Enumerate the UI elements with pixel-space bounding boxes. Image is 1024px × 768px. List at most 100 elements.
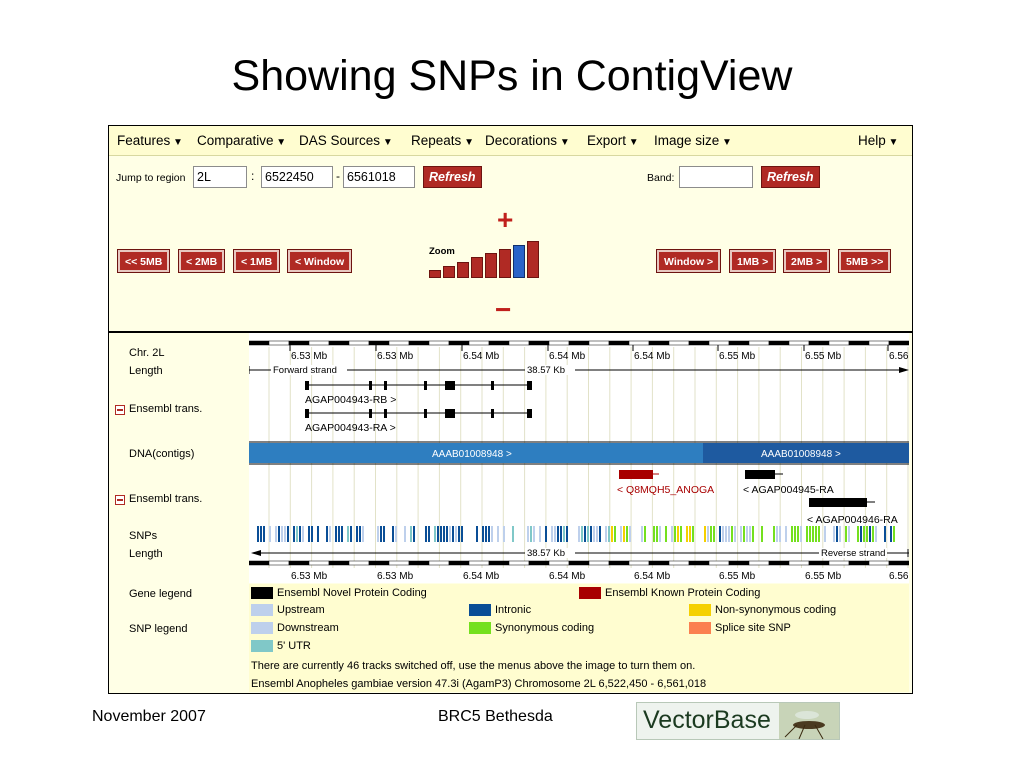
snp-marker (677, 526, 679, 542)
scale-tick-label: 6.54 Mb (463, 351, 500, 362)
snp-marker (263, 526, 265, 542)
snp-marker (833, 526, 835, 542)
zoom-level-4[interactable] (471, 257, 483, 278)
legend-nonsyn-swatch (689, 604, 711, 616)
snp-marker (326, 526, 328, 542)
menu-repeats[interactable]: Repeats (411, 133, 474, 148)
nav-forward-5mb-button[interactable]: 5MB >> (837, 249, 892, 273)
snp-marker (692, 526, 694, 542)
separator-dash: - (336, 169, 340, 183)
zoom-level-3[interactable] (457, 261, 469, 278)
band-input[interactable] (679, 166, 753, 188)
snp-marker (809, 526, 811, 542)
snp-marker (797, 526, 799, 542)
exon (424, 381, 427, 390)
ruler-segment (748, 560, 770, 566)
collapse-track-icon[interactable] (115, 405, 125, 415)
menu-features[interactable]: Features (117, 133, 183, 148)
ruler-segment (568, 560, 590, 566)
menu-decorations[interactable]: Decorations (485, 133, 570, 148)
ruler-segment (868, 560, 890, 566)
nav-forward-window-button[interactable]: Window > (655, 249, 722, 273)
menu-image-size[interactable]: Image size (654, 133, 732, 148)
ruler-segment (249, 340, 270, 346)
band-label: Band: (647, 172, 675, 184)
zoom-level-6[interactable] (499, 249, 511, 278)
start-position-input[interactable] (261, 166, 333, 188)
nav-forward-2mb-button[interactable]: 2MB > (782, 249, 831, 273)
contig-label: AAAB01008948 > (432, 449, 512, 460)
menu-help[interactable]: Help (858, 133, 898, 148)
menu-das-sources[interactable]: DAS Sources (299, 133, 393, 148)
snp-marker (578, 526, 580, 542)
snp-marker (581, 526, 583, 542)
snp-marker (359, 526, 361, 542)
snp-marker (722, 526, 724, 542)
nav-back-1mb-button[interactable]: < 1MB (232, 249, 281, 273)
novel-gene-block (809, 498, 867, 507)
snp-marker (437, 526, 439, 542)
snp-marker (728, 526, 730, 542)
ruler-segment (268, 560, 290, 566)
snp-marker (410, 526, 412, 542)
zoom-level-1[interactable] (429, 270, 441, 278)
scale-tick-label: 6.53 Mb (291, 571, 328, 582)
snp-marker (686, 526, 688, 542)
ruler-segment (648, 340, 670, 346)
snp-marker (488, 526, 490, 542)
ruler-segment (828, 560, 850, 566)
ruler-segment (328, 340, 350, 346)
snp-marker (428, 526, 430, 542)
zoom-level-7[interactable] (513, 244, 525, 278)
refresh-region-button[interactable]: Refresh (423, 166, 482, 188)
snp-marker (257, 526, 259, 542)
snp-marker (446, 526, 448, 542)
nav-back-5mb-button[interactable]: << 5MB (116, 249, 171, 273)
length-value-label: 38.57 Kb (527, 548, 565, 559)
gene-legend-label: Gene legend (129, 588, 192, 600)
menu-export[interactable]: Export (587, 133, 639, 148)
zoom-out-icon[interactable]: − (495, 294, 512, 325)
snp-marker (761, 526, 763, 542)
ruler-segment (848, 560, 870, 566)
end-position-input[interactable] (343, 166, 415, 188)
zoom-level-2[interactable] (443, 265, 455, 278)
legend-5utr-label: 5' UTR (277, 640, 311, 652)
snp-marker (395, 526, 397, 542)
zoom-level-8[interactable] (527, 240, 539, 278)
ruler-segment (488, 340, 510, 346)
menu-comparative[interactable]: Comparative (197, 133, 286, 148)
refresh-band-button[interactable]: Refresh (761, 166, 820, 188)
snp-marker (845, 526, 847, 542)
snp-marker (560, 526, 562, 542)
label-background (819, 548, 887, 558)
ruler-segment (608, 560, 630, 566)
snp-marker (785, 526, 787, 542)
zoom-level-5[interactable] (485, 253, 497, 278)
scale-tick-label: 6.55 Mb (805, 571, 842, 582)
nav-back-2mb-button[interactable]: < 2MB (177, 249, 226, 273)
snp-marker (302, 526, 304, 542)
ruler-segment (648, 560, 670, 566)
legend-known-swatch (579, 587, 601, 599)
snp-marker (836, 526, 838, 542)
snp-marker (752, 526, 754, 542)
ruler-segment (808, 560, 830, 566)
snp-marker (623, 526, 625, 542)
nav-forward-1mb-button[interactable]: 1MB > (728, 249, 777, 273)
exon (491, 381, 494, 390)
chromosome-input[interactable] (193, 166, 247, 188)
label-background (525, 548, 575, 558)
nav-back-window-button[interactable]: < Window (286, 249, 353, 273)
snp-marker (689, 526, 691, 542)
snp-marker (527, 526, 529, 542)
zoom-in-icon[interactable]: + (497, 204, 514, 235)
collapse-track-icon[interactable] (115, 495, 125, 505)
snp-marker (377, 526, 379, 542)
exon (305, 409, 309, 418)
ruler-segment (508, 560, 530, 566)
transcript-label: AGAP004943-RB > (305, 394, 396, 406)
footer-venue: BRC5 Bethesda (438, 708, 553, 725)
ruler-segment (468, 340, 490, 346)
